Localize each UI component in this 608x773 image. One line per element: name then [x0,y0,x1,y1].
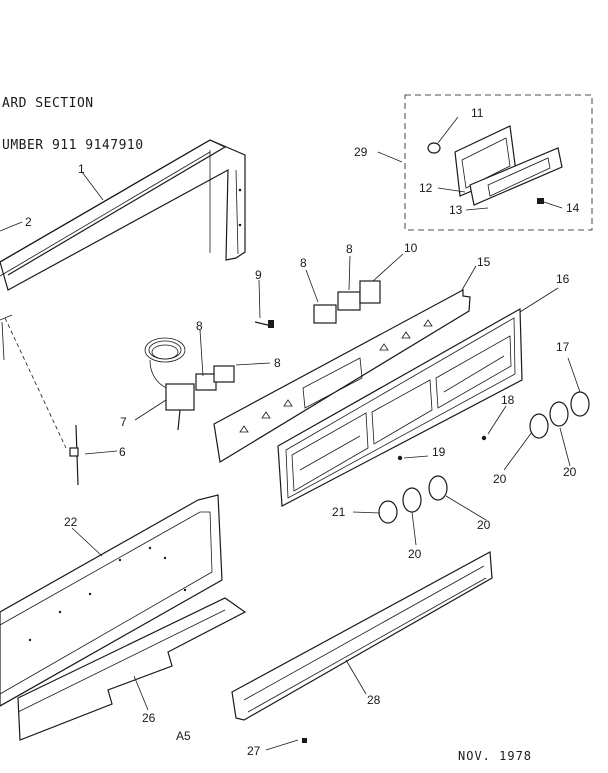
part-26-bracket [17,597,247,741]
part-10-switch [359,280,381,304]
callout-9: 9 [255,268,262,282]
model-number: UMBER 911 9147910 [2,138,144,153]
callout-21: 21 [332,505,346,519]
part-22-inner-panel [0,494,223,707]
callout-8-d: 8 [346,242,353,256]
callout-26: 26 [142,711,156,725]
callout-6: 6 [119,445,126,459]
callout-19: 19 [432,445,446,459]
callout-12: 12 [419,181,433,195]
part-28-trim-strip [231,551,493,721]
callout-20-b: 20 [563,465,577,479]
part-8-switches [195,291,361,391]
part-9-screw [254,320,274,328]
page-code: A5 [176,729,191,743]
callout-20-c: 20 [408,547,422,561]
part-16-trim-frame [277,307,523,507]
callout-16: 16 [556,272,570,286]
callout-10: 10 [404,241,418,255]
callout-27: 27 [247,744,261,758]
part-29-assembly-box [404,94,593,231]
part-7-thermostat [144,337,195,431]
part-15-control-panel [213,288,471,463]
part-19-screw [397,455,403,461]
callout-14: 14 [566,201,580,215]
callout-8-b: 8 [274,356,281,370]
part-6-rod [69,424,79,486]
callout-28: 28 [367,693,381,707]
callout-20-d: 20 [477,518,491,532]
callout-20-a: 20 [493,472,507,486]
callout-8-a: 8 [196,319,203,333]
part-1-top-panel [0,139,246,291]
callout-8-c: 8 [300,256,307,270]
callout-1: 1 [78,162,85,176]
leader-lines [0,116,581,751]
part-18-screw [481,435,487,441]
callout-22: 22 [64,515,78,529]
callout-15: 15 [477,255,491,269]
section-title: ARD SECTION [2,96,94,111]
revision-date: NOV. 1978 [458,749,532,763]
callout-29: 29 [354,145,368,159]
knobs [378,391,590,524]
callout-18: 18 [501,393,515,407]
callout-7: 7 [120,415,127,429]
part-27-screw [302,738,307,743]
callout-17: 17 [556,340,570,354]
part-11-13-clock [427,125,563,206]
callout-11: 11 [471,106,484,120]
callout-2: 2 [25,215,32,229]
callout-13: 13 [449,203,463,217]
